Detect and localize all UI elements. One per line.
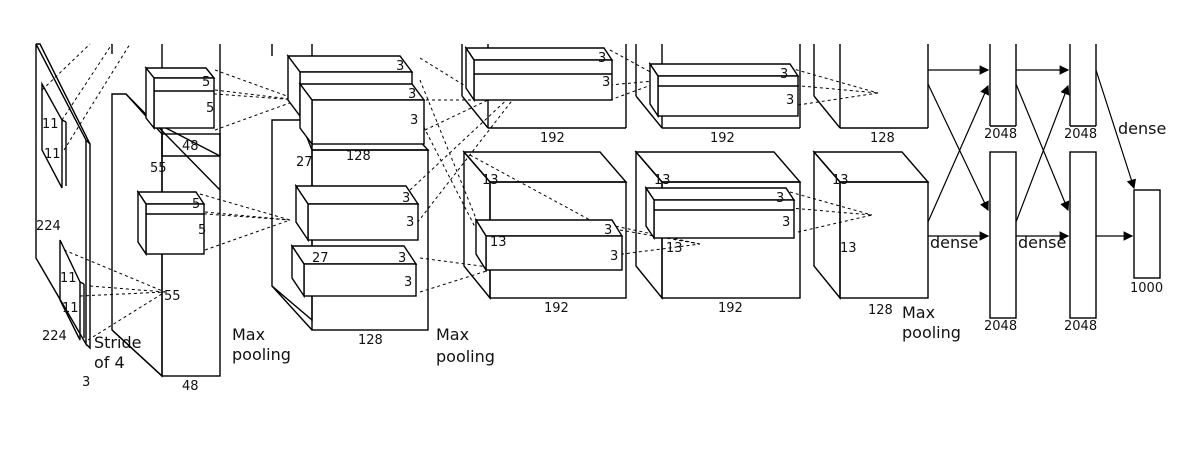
- conv2-kernel-label-a: 3: [396, 59, 404, 74]
- input-kernel-label-c: 11: [60, 271, 77, 286]
- conv4-depth-top: 192: [710, 131, 735, 146]
- fc7-size-bottom: 2048: [1064, 319, 1097, 334]
- conv4-kernel-bottom: [644, 185, 796, 241]
- input-channels-label: 3: [82, 375, 90, 390]
- conv2-kernel-bottom-a: [294, 183, 420, 243]
- conv2-kernel-label-e: 3: [406, 215, 414, 230]
- conv1-size-label-b: 55: [164, 289, 181, 304]
- conv2-kernel-top-b: [298, 81, 426, 147]
- conv5-size-label-a: 13: [832, 173, 849, 188]
- fc8-size: 1000: [1130, 281, 1163, 296]
- fc8-dense-label: dense: [1118, 119, 1166, 138]
- conv3-kernel-label-a: 3: [598, 51, 606, 66]
- conv2-kernel-label-f: 3: [398, 251, 406, 266]
- fc6-dense-label: dense: [930, 233, 978, 252]
- conv4-size-label-b: 13: [666, 241, 683, 256]
- fc6-size-top: 2048: [984, 127, 1017, 142]
- input-width-label: 224: [42, 329, 67, 344]
- conv1-layer: [111, 44, 221, 378]
- conv3-kernel-bottom: [474, 217, 624, 273]
- conv1-depth-bottom: 48: [182, 379, 199, 394]
- conv4-layer: [634, 44, 802, 300]
- pool3-label-line2: pooling: [902, 323, 961, 342]
- conv1-depth-top: 48: [182, 139, 199, 154]
- conv3-kernel-label-c: 3: [604, 223, 612, 238]
- input-kernel-top: [41, 81, 63, 189]
- conv4-size-label-a: 13: [654, 173, 671, 188]
- pool1-label-line2: pooling: [232, 345, 291, 364]
- conv3-kernel-label-b: 3: [602, 75, 610, 90]
- conv4-depth-bottom: 192: [718, 301, 743, 316]
- dense-layers: [989, 44, 1161, 319]
- conv4-kernel-label-c: 3: [776, 191, 784, 206]
- conv4-kernel-label-b: 3: [786, 93, 794, 108]
- input-kernel-label-d: 11: [62, 301, 79, 316]
- pool3-label-line1: Max: [902, 303, 935, 322]
- conv3-size-label-b: 13: [490, 235, 507, 250]
- conv1-kernel-label-a: 5: [202, 75, 210, 90]
- conv4-kernel-label-a: 3: [780, 67, 788, 82]
- pool2-label-line1: Max: [436, 325, 469, 344]
- conv3-depth-top: 192: [540, 131, 565, 146]
- fc7-dense-label: dense: [1018, 233, 1066, 252]
- conv2-depth-bottom: 128: [358, 333, 383, 348]
- conv4-kernel-top: [648, 61, 800, 119]
- input-height-label: 224: [36, 219, 61, 234]
- conv1-kernel-label-d: 5: [198, 223, 206, 238]
- conv2-size-label-a: 27: [296, 155, 313, 170]
- conv5-layer: [812, 44, 930, 300]
- conv2-depth-top: 128: [346, 149, 371, 164]
- conv3-kernel-label-d: 3: [610, 249, 618, 264]
- conv2-size-label-b: 27: [312, 251, 329, 266]
- conv1-kernel-label-b: 5: [206, 101, 214, 116]
- conv3-size-label-a: 13: [482, 173, 499, 188]
- conv5-depth-bottom: 128: [868, 303, 893, 318]
- input-kernel-bottom: [59, 239, 81, 341]
- conv1-kernel-label-c: 5: [192, 197, 200, 212]
- stride-label-line1: Stride: [94, 333, 141, 352]
- conv5-depth-top: 128: [870, 131, 895, 146]
- stride-label-line2: of 4: [94, 353, 125, 372]
- dense-connection-arrows: [927, 65, 1136, 241]
- conv4-kernel-label-d: 3: [782, 215, 790, 230]
- input-kernel-label-a: 11: [42, 117, 59, 132]
- pool2-label-line2: pooling: [436, 347, 495, 366]
- conv3-depth-bottom: 192: [544, 301, 569, 316]
- conv2-kernel-label-b: 3: [408, 87, 416, 102]
- fc6-size-bottom: 2048: [984, 319, 1017, 334]
- conv2-kernel-label-c: 3: [410, 113, 418, 128]
- conv1-size-label-a: 55: [150, 161, 167, 176]
- fc7-size-top: 2048: [1064, 127, 1097, 142]
- conv5-size-label-b: 13: [840, 241, 857, 256]
- pool1-label-line1: Max: [232, 325, 265, 344]
- conv1-kernel-bottom: [136, 189, 206, 257]
- input-kernel-label-b: 11: [44, 147, 61, 162]
- input-layer: [35, 43, 91, 350]
- conv2-kernel-label-g: 3: [404, 275, 412, 290]
- conv3-kernel-top: [464, 45, 614, 103]
- conv1-kernel-top: [144, 66, 216, 130]
- conv2-kernel-label-d: 3: [402, 191, 410, 206]
- conv2-kernel-bottom-b: [290, 243, 418, 299]
